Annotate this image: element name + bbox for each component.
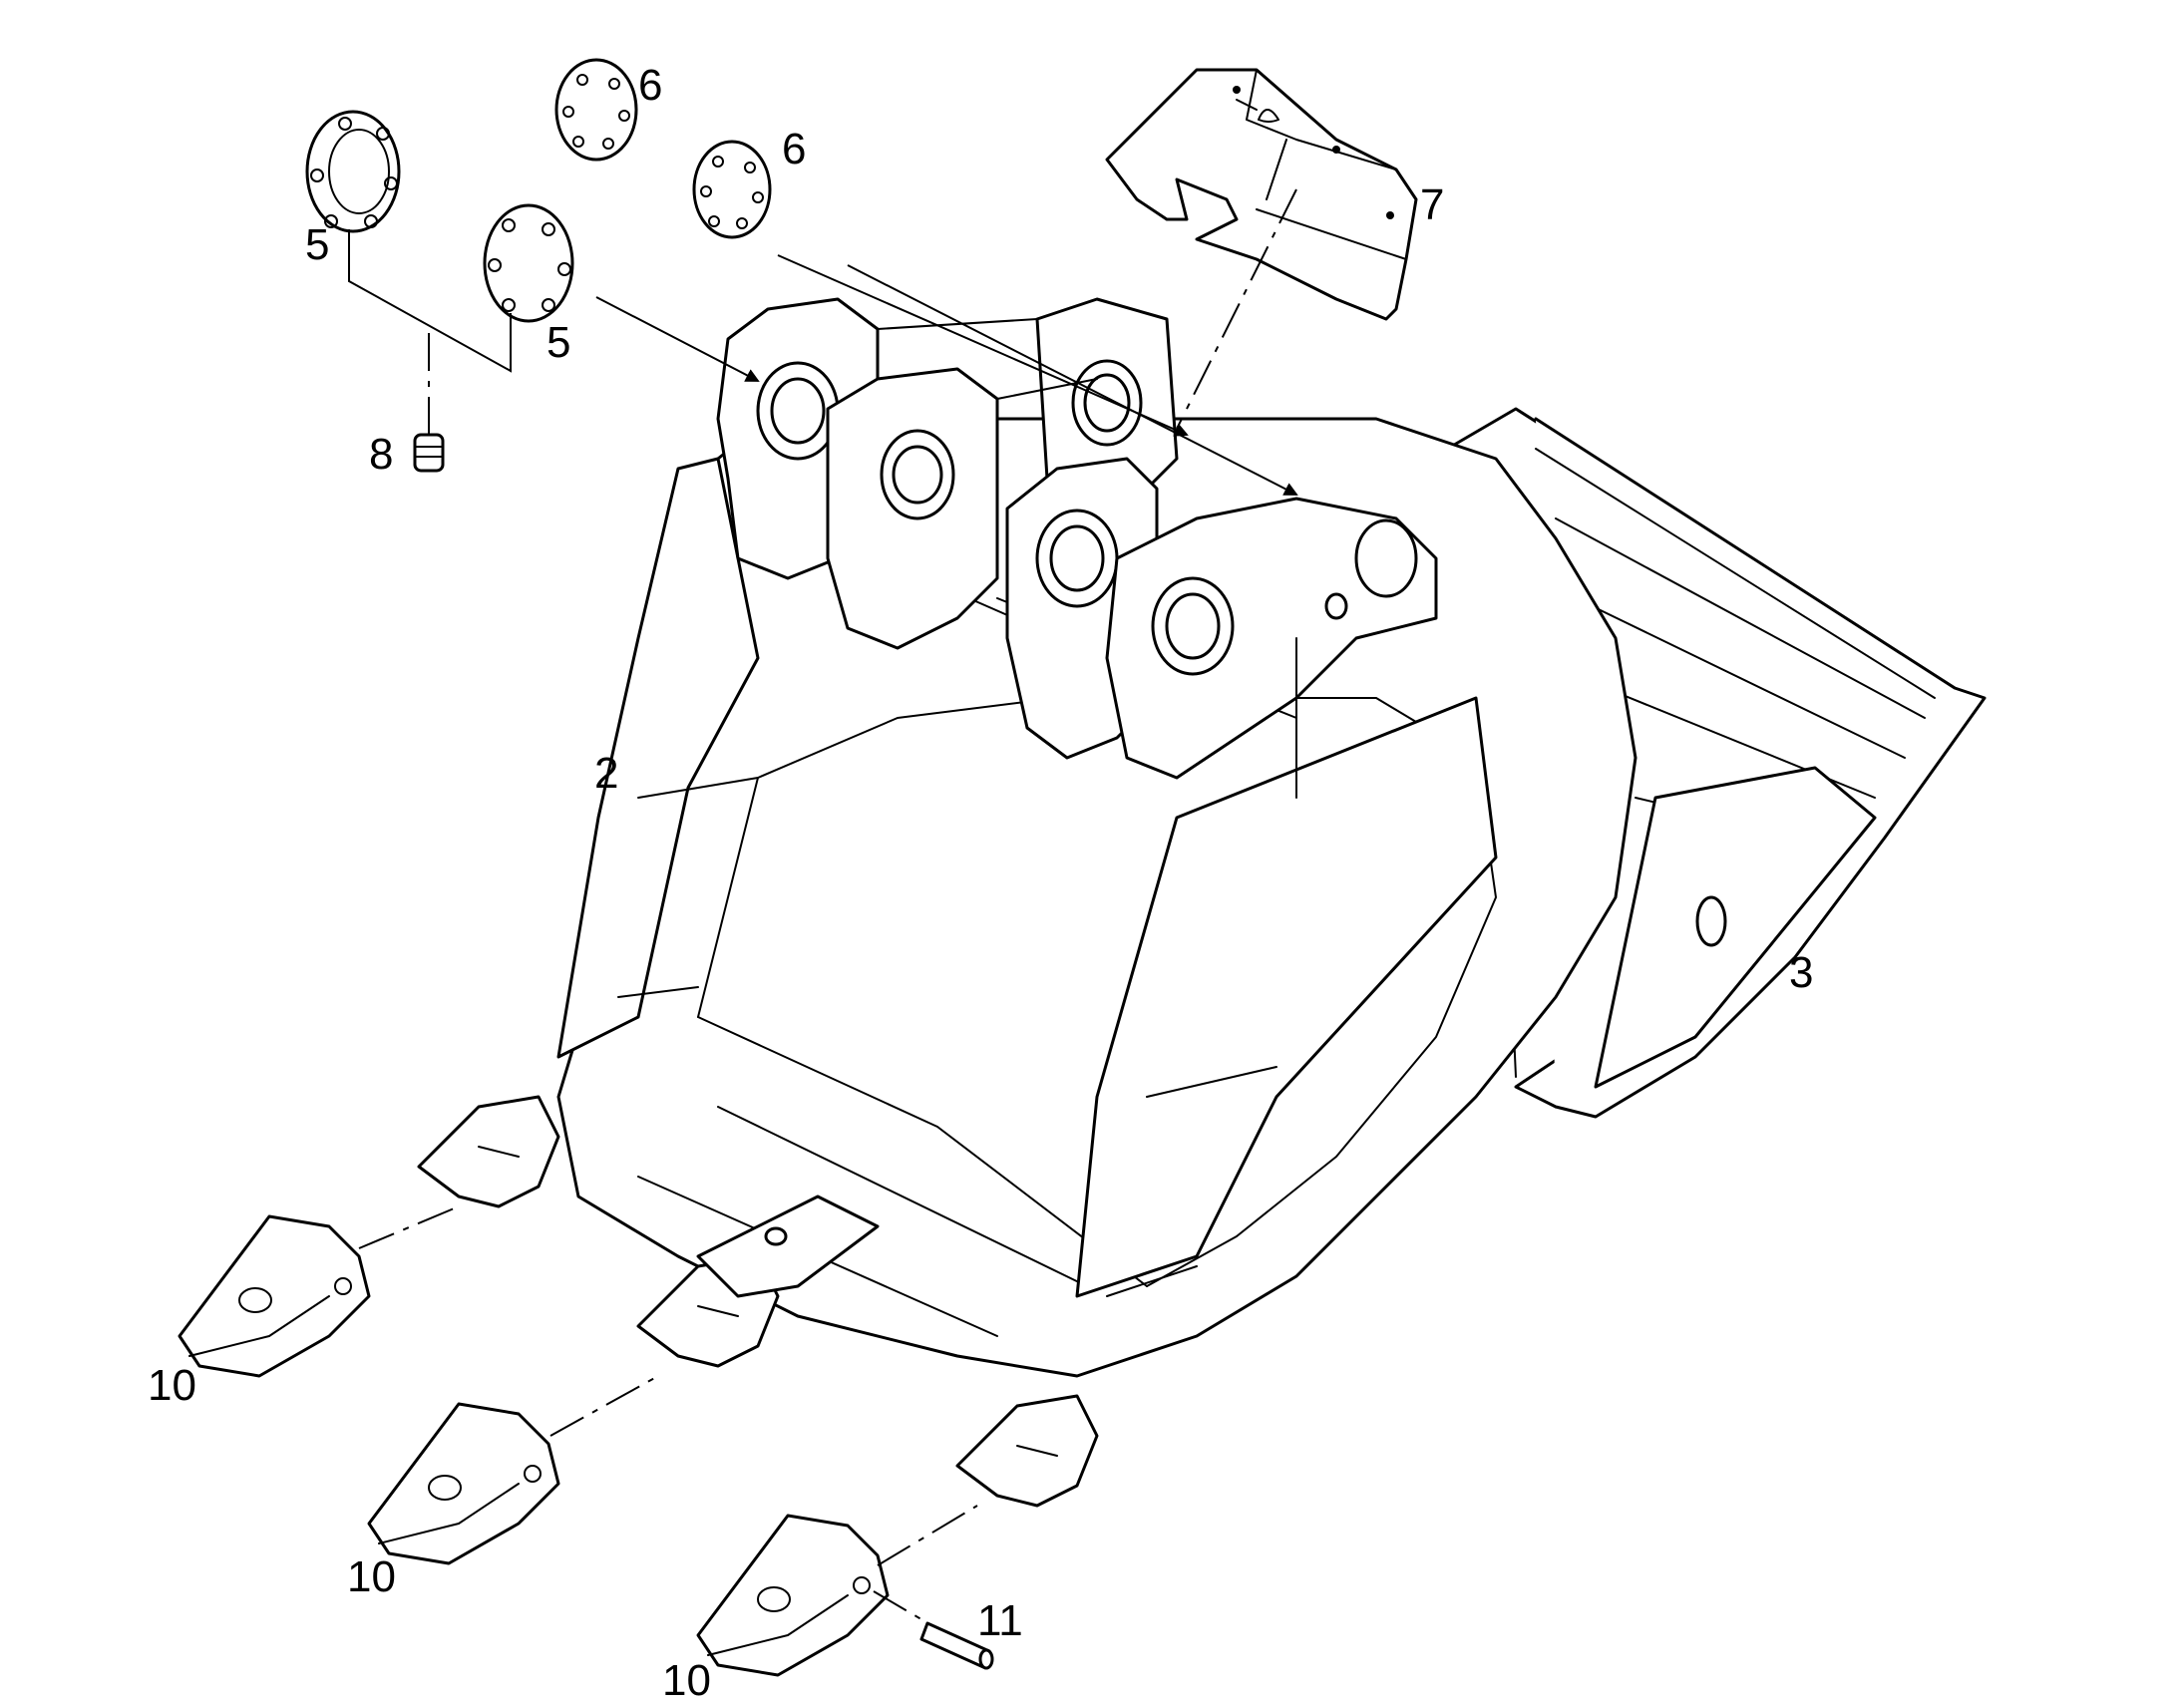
mounting-lugs (716, 297, 1438, 799)
guard-plate-part-7 (1105, 68, 1418, 321)
callout-2: 2 (594, 749, 618, 798)
callout-10a: 10 (148, 1361, 196, 1410)
callout-10b: 10 (347, 1552, 396, 1601)
cover-plate-part-6b (692, 140, 772, 239)
callout-5a: 5 (305, 220, 329, 269)
tooth-tip-part-10b (367, 1402, 560, 1565)
callout-3: 3 (1789, 948, 1813, 997)
callout-11: 11 (977, 1596, 1023, 1645)
callout-10c: 10 (662, 1656, 711, 1705)
callout-labels: 5 5 6 6 7 8 2 3 10 10 10 11 (148, 61, 1813, 1705)
bucket-body-part-2 (556, 417, 1637, 1378)
tooth-tip-part-10a (178, 1214, 371, 1378)
tooth-tip-part-10c (696, 1514, 890, 1677)
callout-5b: 5 (546, 318, 570, 367)
assembly-lines (348, 188, 1298, 1626)
bushing-cover-part-5a (305, 110, 401, 233)
tooth-pin-part-11 (919, 1621, 994, 1670)
callout-8: 8 (369, 430, 393, 479)
callout-7: 7 (1420, 180, 1444, 229)
lip-adapters (417, 1095, 1099, 1508)
bushing-cover-part-5b (483, 203, 574, 323)
grease-plug-part-8 (413, 433, 445, 473)
callout-6b: 6 (782, 125, 806, 173)
callout-6a: 6 (638, 61, 662, 110)
cover-plate-part-6a (554, 58, 638, 162)
